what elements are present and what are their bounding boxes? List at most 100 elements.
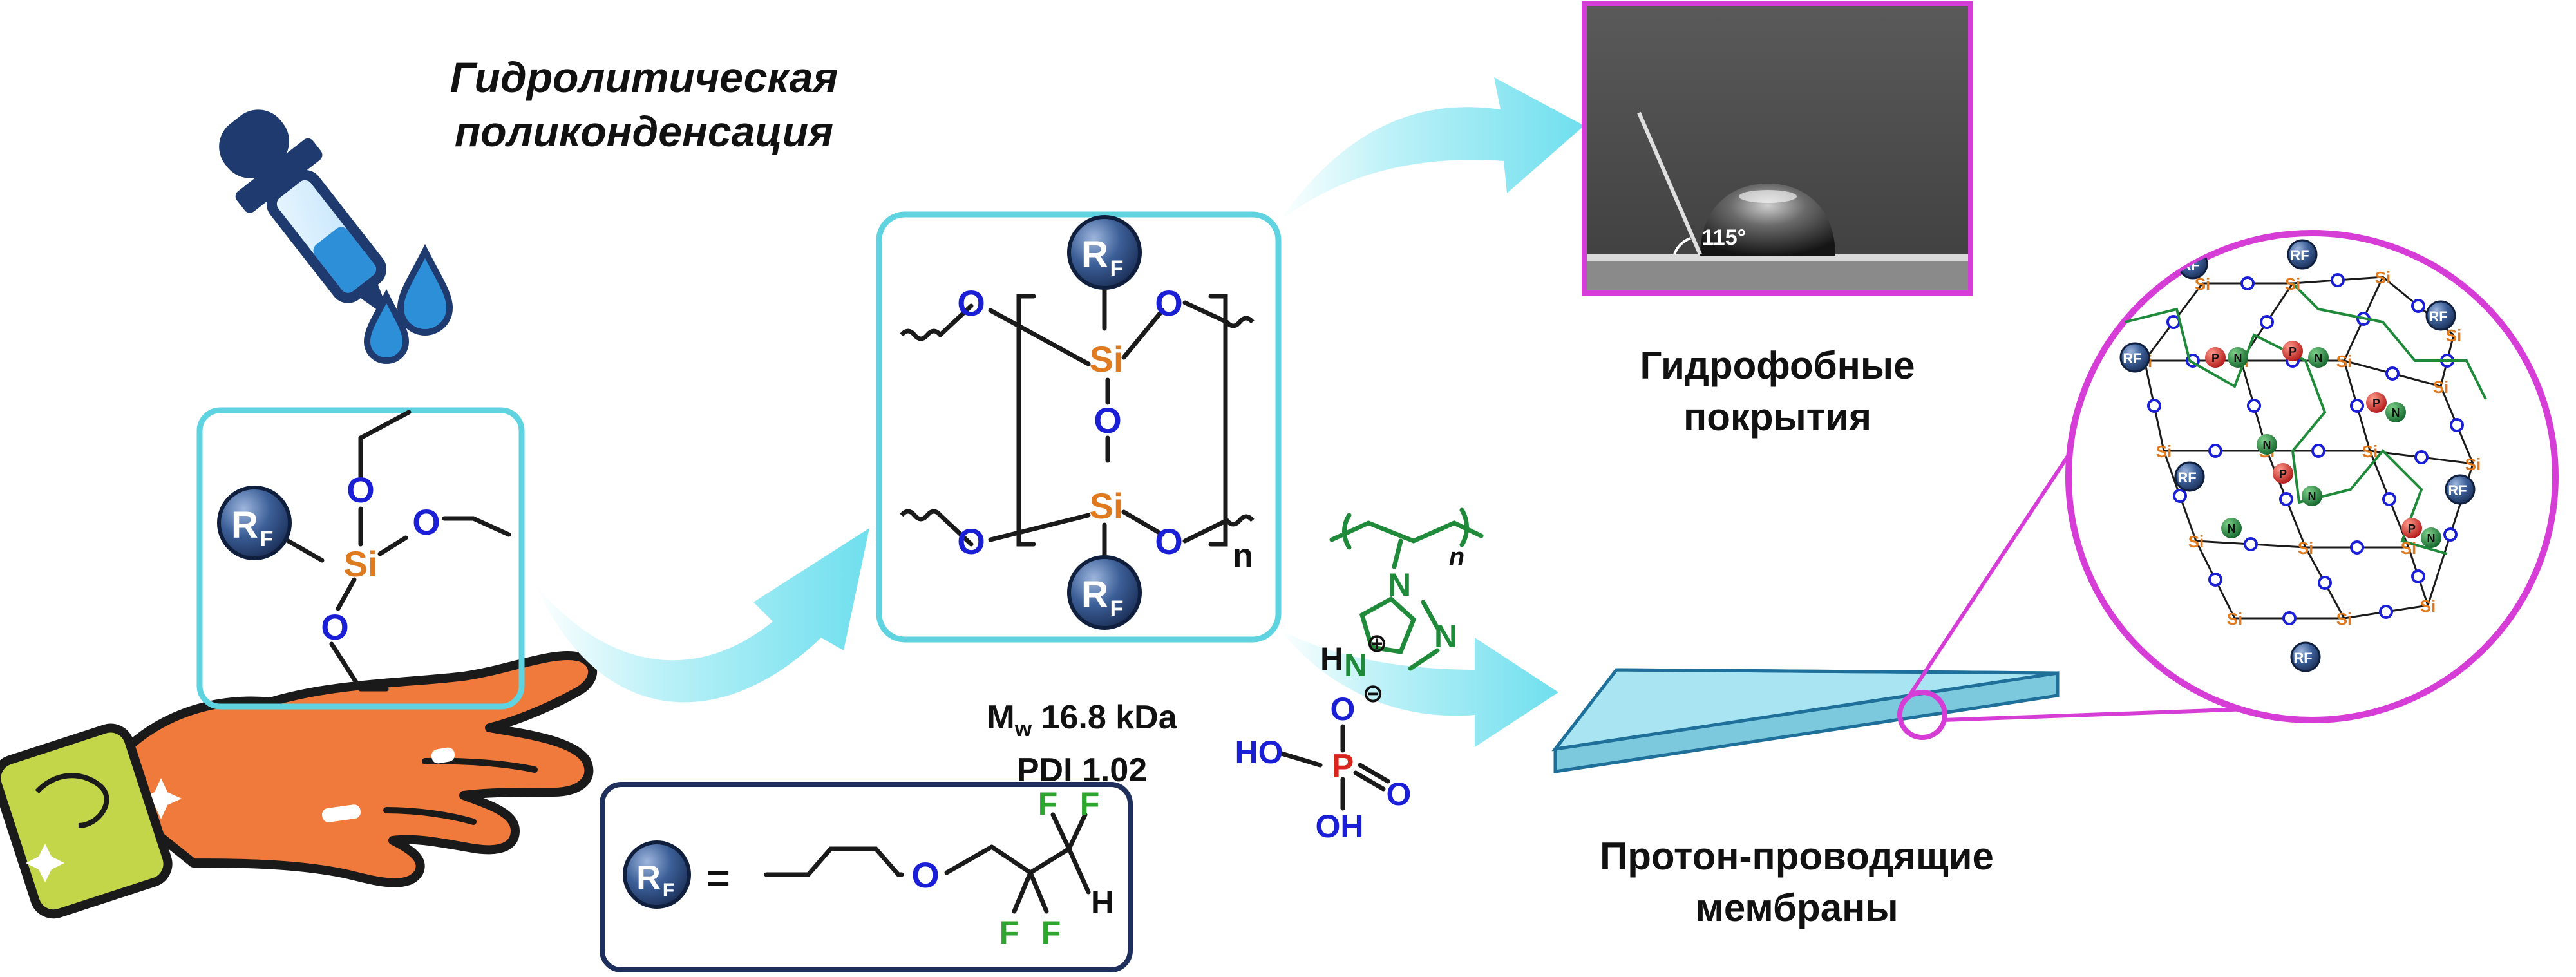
si-atom: Si (2227, 609, 2243, 629)
svg-text:R: R (1081, 234, 1108, 276)
hydrophobic-label-line1: Гидрофобные (1640, 344, 1915, 387)
curved-arrow-icon (535, 528, 869, 703)
polytriazole-structure (1329, 507, 1484, 671)
polytriazole-chain (2291, 282, 2487, 400)
p-atom (2282, 341, 2303, 361)
monomer-structure (274, 410, 511, 692)
si-atom: Si (2285, 274, 2301, 294)
n-atom (2221, 518, 2242, 538)
p-atom (2401, 518, 2422, 538)
n-atom (2257, 434, 2277, 455)
pdi-line: PDI 1.02 (1016, 752, 1148, 789)
membrane-label-line2: мембраны (1695, 886, 1899, 929)
rf-sphere (2290, 641, 2321, 672)
contact-angle-value: 115° (1702, 225, 1746, 250)
process-title: Гидролитическая поликонденсация (399, 50, 889, 158)
n-label: N (2392, 406, 2400, 419)
membrane-label-line1: Протон-проводящие (1600, 835, 1994, 878)
n-atom (2421, 527, 2441, 548)
hydrophobic-label: Гидрофобные покрытия (1571, 340, 1984, 443)
si-atom: Si (2362, 442, 2378, 461)
n-atom: N (1388, 567, 1411, 603)
hydrophobic-label-line2: покрытия (1683, 395, 1872, 439)
si-atom: Si (2433, 377, 2449, 397)
n-label: N (2308, 490, 2316, 503)
contact-angle-photo: 115° (1582, 1, 1973, 296)
p-label: P (2408, 522, 2416, 535)
rf-sphere: R F (217, 486, 292, 560)
svg-text:R: R (636, 859, 661, 896)
rf-sphere: R F (1067, 215, 1142, 290)
o-atom (2208, 444, 2222, 458)
membrane-plate (1551, 668, 2060, 773)
o-atom (2279, 492, 2293, 506)
o-atom (2166, 315, 2181, 329)
svg-text:R: R (1081, 574, 1108, 616)
process-title-line2: поликонденсация (454, 108, 834, 155)
rf-chain (764, 812, 1091, 914)
o-atom (2411, 569, 2425, 583)
o-atom (2244, 537, 2258, 551)
n-label: N (2427, 532, 2436, 545)
o-atom (2379, 605, 2393, 619)
o-atom: O (1155, 283, 1183, 323)
o-atom (2350, 540, 2364, 555)
curved-arrow-icon (1278, 628, 1558, 747)
rf-sphere: R F (623, 840, 691, 909)
h-atom: H (1320, 641, 1343, 677)
membrane-label: Протон-проводящие мембраны (1533, 831, 2061, 934)
p-atom: P (1332, 748, 1354, 785)
o-atom: O (1387, 776, 1412, 812)
svg-text:F: F (1110, 596, 1124, 621)
o-atom (2311, 444, 2325, 458)
si-atom: Si (2375, 268, 2391, 287)
wavy-ends (900, 316, 1255, 527)
rf-definition-frame (600, 782, 1133, 972)
si-atom: Si (2446, 326, 2462, 345)
n-atom (2302, 486, 2322, 506)
polytriazole-chain (2125, 307, 2448, 555)
o-atom (2173, 489, 2187, 503)
si-atom: Si (2188, 532, 2204, 551)
n-atom (2385, 402, 2406, 422)
o-atom (2240, 276, 2255, 290)
n-atom (2228, 347, 2248, 368)
oh-group: OH (1316, 808, 1364, 844)
f-atom: F (1041, 915, 1061, 951)
rf-label: RF (2429, 308, 2447, 325)
rf-label: RF (2448, 482, 2467, 498)
p-atom (2366, 392, 2387, 413)
process-title-line1: Гидролитическая (450, 53, 838, 101)
o-atom (2443, 527, 2458, 542)
o-atom (2414, 450, 2429, 464)
chip-icon (0, 723, 173, 919)
o-atom: O (1155, 521, 1183, 562)
o-atom (2260, 315, 2274, 329)
polymer-structure (938, 286, 1229, 563)
n-label: N (2228, 522, 2236, 535)
o-atom (2147, 399, 2161, 413)
n-atom: N (1344, 647, 1367, 683)
o-atom (2450, 418, 2464, 432)
si-atom: Si (2156, 442, 2172, 461)
si-atom: Si (2401, 538, 2417, 558)
n-atom: N (1434, 618, 1457, 654)
network-zoom: SiSiSiSiSiSiSiSiSiSiSiSiSiSiSiSiSiSiRFRF… (2065, 230, 2559, 723)
n-label: N (2234, 352, 2242, 365)
si-atom: Si (2465, 455, 2481, 474)
si-atom: Si (2420, 596, 2436, 616)
si-atom: Si (1090, 486, 1124, 526)
o-atom (2382, 492, 2396, 506)
n-label: N (2315, 352, 2323, 365)
svg-text:F: F (260, 527, 274, 551)
n-atom (2308, 347, 2329, 368)
zoom-line (1943, 707, 2268, 722)
p-atom (2273, 463, 2293, 484)
repeat-index: n (1233, 537, 1253, 574)
o-atom (2247, 399, 2261, 413)
f-atom: F (999, 915, 1019, 951)
p-label: P (2279, 468, 2287, 480)
o-atom: O (957, 283, 985, 323)
dropper-icon (219, 109, 453, 365)
